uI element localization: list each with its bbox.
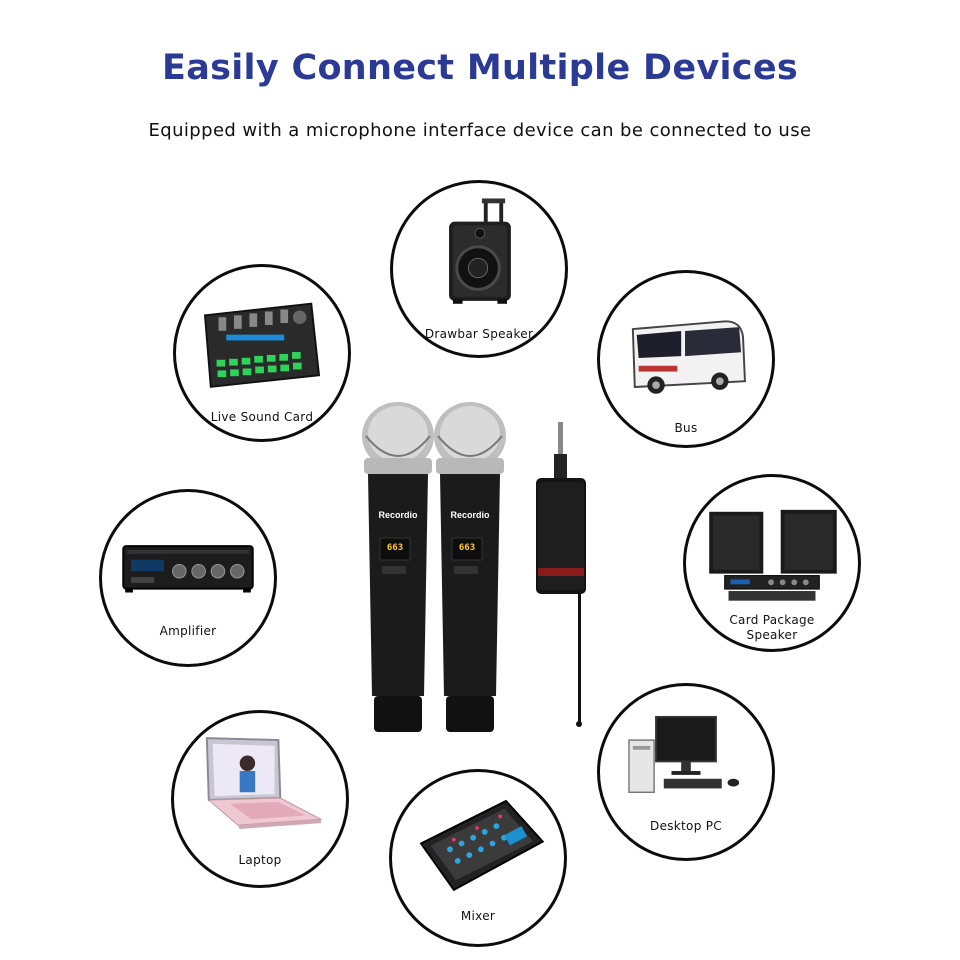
drawbar-speaker-label: Drawbar Speaker (424, 327, 534, 341)
bus-label: Bus (674, 421, 698, 435)
mixer-label: Mixer (460, 909, 496, 923)
device-drawbar-speaker: Drawbar Speaker (390, 180, 568, 358)
drawbar-speaker-icon (449, 198, 511, 304)
bus-icon (631, 320, 746, 394)
mic-1-brand: Recordio (378, 510, 418, 520)
mic-2-display: 663 (458, 543, 476, 553)
mic-2-brand: Recordio (450, 510, 490, 520)
microphone-illustration (362, 402, 586, 732)
device-live-sound-card: Live Sound Card (173, 264, 351, 442)
device-desktop-pc: Desktop PC (597, 683, 775, 861)
speaker-set-icon (709, 509, 837, 601)
device-amplifier: Amplifier (99, 489, 277, 667)
device-mixer: Mixer (389, 769, 567, 947)
desktop-pc-label: Desktop PC (650, 819, 722, 833)
live-sound-card-label: Live Sound Card (210, 410, 314, 424)
card-package-speaker-label: Card Package Speaker (696, 613, 848, 643)
device-laptop: Laptop (171, 710, 349, 888)
product-mic-set: Recordio Recordio 663 663 (352, 396, 608, 738)
microphone-2 (434, 402, 506, 732)
laptop-icon (205, 737, 323, 829)
wireless-receiver (536, 422, 586, 727)
card-package-speaker-label-line2: Speaker (746, 628, 798, 642)
amplifier-label: Amplifier (159, 624, 217, 638)
sound-card-icon (203, 302, 321, 388)
desktop-pc-icon (628, 715, 740, 794)
mixer-icon (419, 799, 545, 892)
device-bus: Bus (597, 270, 775, 448)
page-title: Easily Connect Multiple Devices (162, 48, 798, 88)
card-package-speaker-label-line1: Card Package (729, 613, 815, 627)
microphone-1 (362, 402, 434, 732)
mic-1-display: 663 (386, 543, 404, 553)
amplifier-icon (122, 545, 254, 593)
device-card-package-speaker: Card Package Speaker (683, 474, 861, 652)
laptop-label: Laptop (238, 853, 282, 867)
page-subtitle: Equipped with a microphone interface dev… (148, 120, 812, 141)
